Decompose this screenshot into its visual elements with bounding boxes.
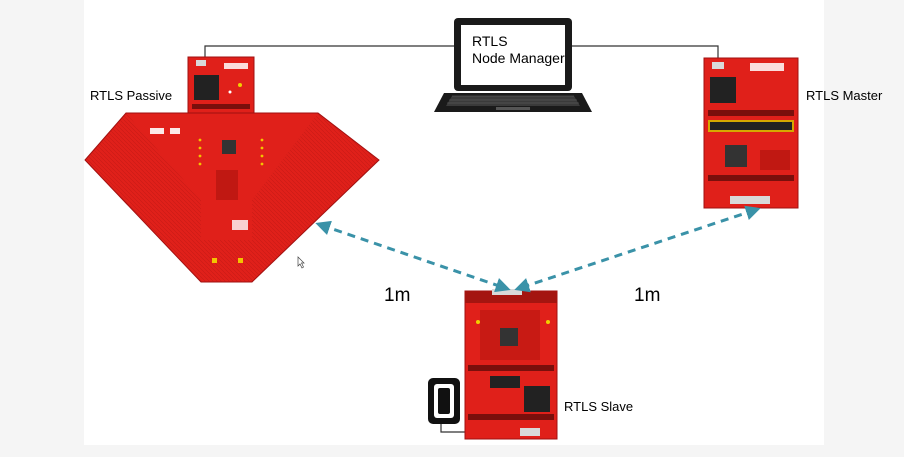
link-master-slave — [514, 205, 761, 293]
link-passive-slave — [315, 220, 511, 293]
antenna-board-icon — [84, 112, 380, 283]
master-launchpad-board — [703, 57, 799, 209]
passive-label: RTLS Passive — [90, 88, 173, 103]
distance-left-label: 1m — [384, 285, 411, 306]
slave-launchpad-board — [464, 289, 558, 440]
laptop-icon — [434, 18, 592, 112]
node-manager-label-line1: RTLS — [472, 33, 508, 49]
battery-pack-icon — [428, 378, 460, 424]
slave-label: RTLS Slave — [564, 399, 634, 414]
passive-launchpad-board — [187, 56, 255, 115]
master-label: RTLS Master — [806, 88, 883, 103]
mouse-cursor-icon — [297, 256, 305, 269]
distance-right-label: 1m — [634, 285, 661, 306]
node-manager-label-line2: Node Manager — [472, 50, 565, 66]
